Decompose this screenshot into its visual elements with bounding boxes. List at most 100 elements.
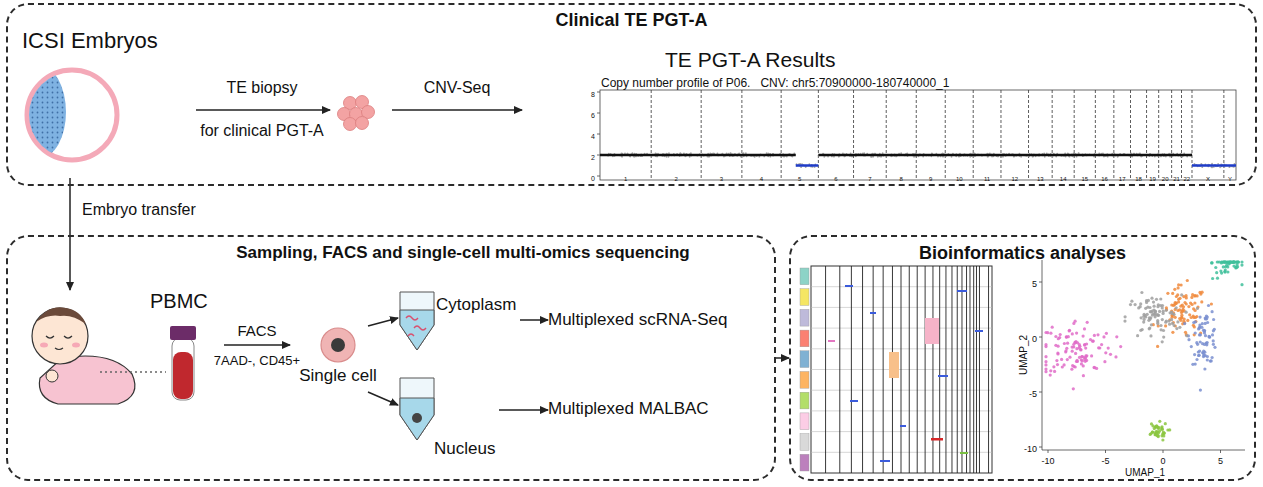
- text-slot: Clinical TE PGT-A: [8, 10, 1255, 31]
- cell-dot: [1167, 319, 1170, 322]
- text-slot: for clinical PGT-A: [200, 122, 324, 140]
- cell-dot: [1150, 432, 1153, 435]
- text-slot: 5: [1032, 273, 1037, 291]
- chromosome-divider: [909, 266, 910, 473]
- cell-dot: [1211, 261, 1214, 264]
- cell-dot: [1236, 260, 1239, 263]
- chromosome-divider: [853, 90, 854, 180]
- output-node: Multiplexed scRNA-Seq: [548, 309, 731, 333]
- text-slot: 0: [1160, 450, 1165, 468]
- cell-dot: [1223, 260, 1226, 263]
- cell-dot: [1156, 434, 1159, 437]
- cell-dot: [1199, 340, 1202, 343]
- single-cell: [321, 328, 355, 362]
- nucleus-tube: [400, 378, 434, 440]
- cell-node: Single cell: [290, 326, 386, 392]
- text-slot: 16: [1101, 167, 1108, 185]
- cnv-patch: [931, 438, 943, 441]
- cell-dot: [1156, 313, 1159, 316]
- connector-arrow: [776, 357, 789, 359]
- row-line: [811, 410, 992, 411]
- cell-dot: [1060, 358, 1063, 361]
- cell-dot: [1044, 363, 1047, 366]
- text-slot: 10: [956, 167, 963, 185]
- cell-dot: [1084, 360, 1087, 363]
- cell-dot: [1086, 321, 1089, 324]
- cell-dot: [1119, 345, 1122, 348]
- cell-dot: [1063, 342, 1066, 345]
- cell-dot: [1227, 262, 1230, 265]
- chromosome-divider: [916, 90, 917, 180]
- cell-dot: [1083, 343, 1086, 346]
- cell-dot: [1240, 283, 1243, 286]
- cell-dot: [1080, 362, 1083, 365]
- chromosome-divider: [988, 266, 989, 473]
- cnv-chart: [597, 90, 1236, 180]
- cnv-patch: [828, 340, 835, 342]
- text-slot: 3: [720, 167, 723, 185]
- cell-dot: [1071, 332, 1074, 335]
- baby-hair: [36, 307, 86, 324]
- cell-color-chip: [800, 372, 809, 389]
- cell-dot: [1198, 327, 1201, 330]
- section-panel: Clinical TE PGT-AICSI EmbryosTE PGT-A Re…: [6, 3, 1257, 186]
- cell-dot: [1082, 374, 1085, 377]
- cell-dot: [1191, 293, 1194, 296]
- axis-tick-label: 6: [591, 112, 595, 120]
- cell-dot: [1178, 326, 1181, 329]
- cell-dot: [1067, 335, 1070, 338]
- cell-dot: [1155, 430, 1158, 433]
- cell-dot: [1215, 271, 1218, 274]
- connector-arrow: [368, 318, 398, 326]
- plot-frame: [600, 90, 1236, 180]
- cell-dot: [1093, 334, 1096, 337]
- cell-dot: [1196, 307, 1199, 310]
- cell-dot: [1103, 360, 1106, 363]
- cell-dot: [1161, 428, 1164, 431]
- text-slot: FACS: [237, 322, 276, 340]
- cell-dot: [1223, 271, 1226, 274]
- cell-dot: [1193, 353, 1196, 356]
- heatmap-frame: [811, 266, 992, 473]
- cell-dot: [1180, 293, 1183, 296]
- cell-dot: [1054, 335, 1057, 338]
- row-line: [811, 328, 992, 329]
- chromosome-label: X: [1206, 176, 1210, 183]
- cnv-patch: [845, 285, 853, 287]
- cell-dot: [1199, 333, 1202, 336]
- cell-dot: [1205, 314, 1208, 317]
- cell-dot: [1214, 266, 1217, 269]
- cnv-heatmap: [800, 266, 992, 473]
- text-slot: 6: [834, 167, 837, 185]
- chromosome-label: 1: [624, 176, 627, 183]
- cell-dot: [1059, 333, 1062, 336]
- text-slot: Single cell: [290, 366, 386, 386]
- axis-tick: [1105, 450, 1106, 453]
- axis-tick: [1039, 447, 1042, 448]
- text-slot: 11: [984, 167, 990, 185]
- cell-dot: [1074, 340, 1077, 343]
- chromosome-divider: [973, 90, 974, 180]
- cell-dot: [1159, 324, 1162, 327]
- cell-dot: [1093, 366, 1096, 369]
- cell-dot: [1199, 389, 1202, 392]
- chart-title: Copy number profile of P06. CNV: chr5:70…: [601, 77, 949, 91]
- axis-line: [1042, 260, 1043, 450]
- row-line: [811, 369, 992, 370]
- cell-dot: [1198, 333, 1201, 336]
- panel-title: Sampling, FACS and single-cell multi-omi…: [236, 243, 689, 263]
- cell-dot: [1240, 264, 1243, 267]
- node-text: Nucleus: [434, 439, 495, 459]
- chromosome-divider: [1095, 90, 1096, 180]
- cell-dot: [1171, 292, 1174, 295]
- axis-tick: [1220, 450, 1221, 453]
- cell-dot: [1114, 355, 1117, 358]
- cell-dot: [1140, 316, 1143, 319]
- chromosome-divider: [901, 266, 902, 473]
- copy-number-segment: [600, 154, 796, 157]
- cell-dot: [1197, 327, 1200, 330]
- cell-dot: [1093, 366, 1096, 369]
- chromosome-divider: [1171, 90, 1172, 180]
- cell-dot: [1074, 320, 1077, 323]
- cell-dot: [1044, 368, 1047, 371]
